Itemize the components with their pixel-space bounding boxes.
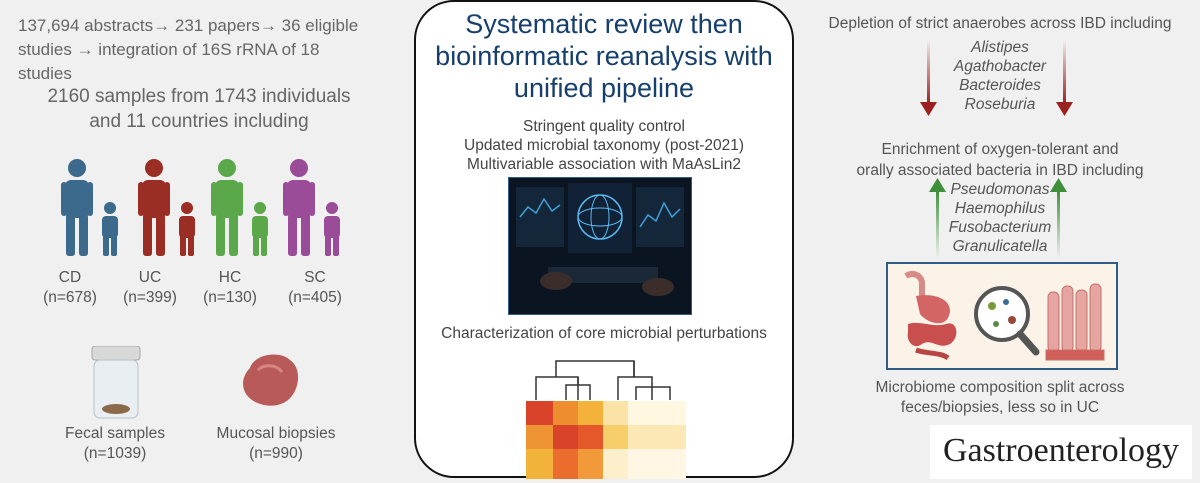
pipeline-title-line-2: bioinformatic reanalysis with <box>435 41 773 71</box>
up-arrow-icon <box>929 178 946 192</box>
taxon-bacteroides: Bacteroides <box>959 77 1041 94</box>
journal-logo: Gastroenterology <box>942 432 1180 469</box>
group-label-cd: CD (n=678) <box>25 268 115 308</box>
fecal-samples-name: Fecal samples <box>65 425 165 442</box>
up-arrow-icon <box>1050 178 1067 192</box>
taxon-haemophilus: Haemophilus <box>954 200 1046 217</box>
method-maaslin2: Multivariable association with MaAsLin2 <box>467 156 741 173</box>
journal-logo-background <box>930 425 1192 479</box>
mucosal-biopsies-name: Mucosal biopsies <box>216 425 336 442</box>
fecal-sample-jar-icon <box>91 346 141 419</box>
group-label-sc: SC (n=405) <box>270 268 360 308</box>
enriched-taxa-list: Pseudomonas Haemophilus Fusobacterium Gr… <box>900 180 1100 256</box>
fecal-samples-count: (n=1039) <box>83 445 147 462</box>
mucosal-biopsies-count: (n=990) <box>249 445 303 462</box>
heatmap-cells <box>526 401 686 479</box>
bioinformatics-computer-image <box>508 177 692 315</box>
down-arrow-icon <box>1056 102 1073 116</box>
study-funnel-text: 137,694 abstracts→ 231 papers→ 36 eligib… <box>18 14 378 86</box>
mucosal-biopsies-label: Mucosal biopsies (n=990) <box>196 424 356 464</box>
samples-line-2: and 11 countries including <box>89 111 309 132</box>
pipeline-title: Systematic review then bioinformatic rea… <box>414 8 794 104</box>
taxon-pseudomonas: Pseudomonas <box>950 181 1050 198</box>
core-perturbations-label: Characterization of core microbial pertu… <box>441 325 767 342</box>
enrichment-heading-line-2: orally associated bacteria in IBD includ… <box>856 162 1144 179</box>
taxon-granulicatella: Granulicatella <box>952 238 1048 255</box>
heatmap-dendrogram-icon <box>526 360 686 479</box>
mucosal-biopsy-icon <box>243 354 299 406</box>
composition-split-text: Microbiome composition split across fece… <box>830 378 1170 418</box>
method-quality-control: Stringent quality control <box>523 118 685 135</box>
person-icon-uc <box>138 159 195 256</box>
enrichment-arrows <box>929 178 1067 258</box>
group-code-hc: HC <box>218 269 242 286</box>
group-label-uc: UC (n=399) <box>105 268 195 308</box>
person-icon-hc <box>211 159 268 256</box>
composition-split-line-1: Microbiome composition split across <box>875 379 1125 396</box>
enrichment-arrow-right-shaft <box>1057 190 1060 258</box>
person-icon-sc <box>283 159 340 256</box>
taxon-alistipes: Alistipes <box>971 39 1029 56</box>
pipeline-methods: Stringent quality control Updated microb… <box>414 117 794 174</box>
composition-split-line-2: feces/biopsies, less so in UC <box>900 399 1100 416</box>
group-label-hc: HC (n=130) <box>185 268 275 308</box>
population-groups-illustration <box>61 159 340 256</box>
group-code-sc: SC <box>304 269 326 286</box>
gut-tissue-illustration <box>886 262 1118 370</box>
down-arrow-icon <box>920 102 937 116</box>
method-taxonomy: Updated microbial taxonomy (post-2021) <box>464 137 744 154</box>
enrichment-arrow-left-shaft <box>936 190 939 258</box>
magnifier-icon <box>974 286 1040 356</box>
depletion-arrow-right-shaft <box>1063 40 1066 104</box>
group-count-cd: (n=678) <box>43 289 97 306</box>
pipeline-title-line-3: unified pipeline <box>513 73 695 103</box>
dendrogram <box>535 360 671 400</box>
depleted-taxa-list: Alistipes Agathobacter Bacteroides Roseb… <box>900 38 1100 114</box>
group-code-uc: UC <box>138 269 162 286</box>
enrichment-heading-line-1: Enrichment of oxygen-tolerant and <box>881 141 1119 158</box>
depletion-arrows <box>920 40 1073 116</box>
taxon-roseburia: Roseburia <box>964 96 1036 113</box>
gi-tract-icon <box>904 271 957 361</box>
samples-summary: 2160 samples from 1743 individuals and 1… <box>14 84 384 134</box>
samples-line-1: 2160 samples from 1743 individuals <box>47 86 351 107</box>
pipeline-title-line-1: Systematic review then <box>465 9 743 39</box>
group-code-cd: CD <box>58 269 82 286</box>
enrichment-heading: Enrichment of oxygen-tolerant and orally… <box>800 139 1200 181</box>
person-icon-cd <box>61 159 118 256</box>
group-count-sc: (n=405) <box>288 289 342 306</box>
taxon-agathobacter: Agathobacter <box>953 58 1047 75</box>
funnel-line-1: 137,694 abstracts→ 231 papers→ 36 eligib… <box>18 16 359 35</box>
group-count-hc: (n=130) <box>203 289 257 306</box>
group-count-uc: (n=399) <box>123 289 177 306</box>
depletion-heading: Depletion of strict anaerobes across IBD… <box>828 15 1172 32</box>
funnel-line-2: studies → integration of 16S rRNA of 18 … <box>18 40 320 83</box>
depletion-arrow-left-shaft <box>927 40 930 104</box>
fecal-samples-label: Fecal samples (n=1039) <box>40 424 190 464</box>
intestinal-villi-icon <box>1045 283 1105 361</box>
taxon-fusobacterium: Fusobacterium <box>948 219 1052 236</box>
